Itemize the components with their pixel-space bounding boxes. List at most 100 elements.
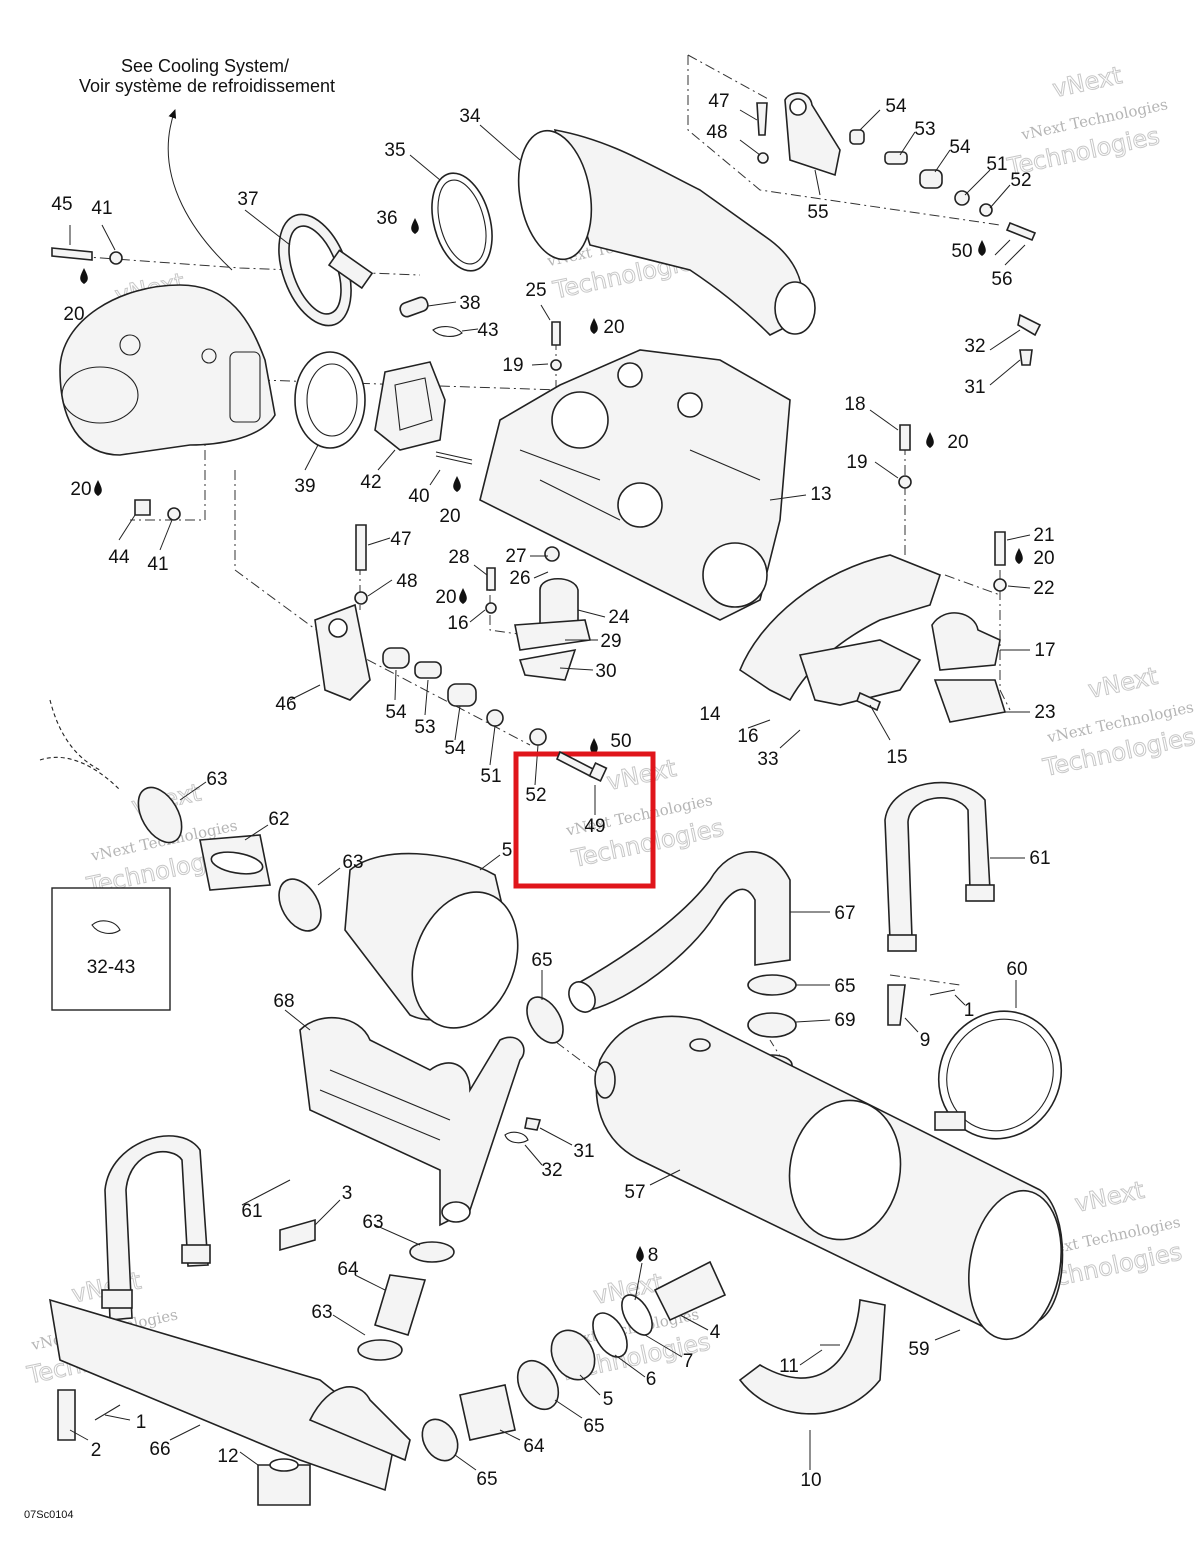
oil-drop-icon — [926, 432, 934, 448]
part-label: 54 — [949, 137, 971, 158]
part-label: 8 — [648, 1245, 659, 1266]
part-label: 63 — [311, 1302, 332, 1323]
exhaust-gasket-39 — [294, 351, 366, 449]
part-label: 23 — [1034, 702, 1055, 723]
part-label: 69 — [834, 1010, 855, 1031]
part-label: 5 — [603, 1389, 614, 1410]
muffler-5x — [344, 852, 519, 1029]
part-label: 65 — [583, 1416, 604, 1437]
part-label: 50 — [951, 241, 972, 262]
part-label: 33 — [757, 749, 778, 770]
muffler-57 — [594, 1015, 1064, 1341]
oil-drop-icon — [978, 240, 986, 256]
leader-lines — [69, 109, 1031, 1471]
svg-text:vNext: vNext — [1050, 61, 1124, 103]
bracket-2 — [57, 1389, 121, 1441]
inset-label: 32-43 — [87, 957, 136, 978]
part-label: 12 — [217, 1446, 238, 1467]
part-label: 22 — [1033, 578, 1054, 599]
oil-drop-icon — [1015, 548, 1023, 564]
strap-60 — [934, 1010, 1063, 1140]
part-label: 35 — [384, 140, 405, 161]
strap-61-upper — [884, 781, 995, 952]
part-label: 56 — [991, 269, 1012, 290]
part-label: 54 — [385, 702, 407, 723]
bolts-upper — [51, 102, 1042, 712]
part-label: 54 — [885, 96, 907, 117]
part-label: 51 — [986, 154, 1007, 175]
part-label: 20 — [1033, 548, 1054, 569]
part-label: 20 — [63, 304, 84, 325]
fastener-31-32 — [504, 1117, 542, 1144]
part-label: 18 — [844, 394, 865, 415]
part-label: 52 — [1010, 170, 1031, 191]
hose-64-upper — [357, 1241, 455, 1361]
part-label: 20 — [439, 506, 460, 527]
valve-cover-42 — [374, 361, 446, 451]
oil-drop-icon — [411, 218, 419, 234]
part-label: 46 — [275, 694, 296, 715]
part-label: 62 — [268, 809, 289, 830]
gasket-35 — [431, 172, 493, 272]
part-label: 61 — [1029, 848, 1050, 869]
part-label: 19 — [846, 452, 867, 473]
inset-box: 32-43 — [51, 887, 171, 1011]
part-label: 40 — [408, 486, 429, 507]
part-label: 1 — [136, 1412, 147, 1433]
part-label: 9 — [920, 1030, 931, 1051]
part-label: 28 — [448, 547, 469, 568]
heat-shield-14 — [739, 554, 941, 706]
part-label: 20 — [70, 479, 91, 500]
part-label: 65 — [834, 976, 855, 997]
watermark: vNext vNext Technologies Technologies — [1004, 61, 1170, 182]
pipe-67 — [568, 851, 791, 1013]
part-label: 64 — [337, 1259, 359, 1280]
part-label: 2 — [91, 1440, 102, 1461]
part-label: 57 — [624, 1182, 645, 1203]
oil-drop-icon — [459, 588, 467, 604]
part-label: 5 — [502, 840, 513, 861]
part-label: 64 — [523, 1436, 545, 1457]
part-label: 47 — [708, 91, 729, 112]
part-label: 39 — [294, 476, 315, 497]
part-label: 60 — [1006, 959, 1027, 980]
part-label: 19 — [502, 355, 523, 376]
part-label: 61 — [241, 1201, 262, 1222]
svg-text:vNext: vNext — [604, 754, 678, 796]
lower-pipe-chain — [421, 1260, 727, 1462]
part-label: 16 — [737, 726, 758, 747]
svg-text:vNext: vNext — [1086, 662, 1160, 704]
part-label: 48 — [396, 571, 417, 592]
part-label: 32 — [964, 336, 985, 357]
part-label: 17 — [1034, 640, 1055, 661]
exhaust-clamp — [278, 213, 374, 327]
part-label: 16 — [447, 613, 468, 634]
resonator-68 — [299, 1016, 525, 1227]
bracket-9 — [887, 984, 956, 1026]
part-label: 55 — [807, 202, 828, 223]
part-label: 38 — [459, 293, 480, 314]
part-label: 42 — [360, 472, 381, 493]
tailpipe-66 — [49, 1298, 411, 1492]
oil-drop-icons — [80, 218, 1023, 1262]
part-label: 63 — [342, 852, 363, 873]
part-label: 41 — [91, 198, 112, 219]
part-label: 32 — [541, 1160, 562, 1181]
part-label: 11 — [779, 1356, 799, 1377]
note-line-1: See Cooling System/ — [121, 56, 289, 76]
bracket-46 — [314, 603, 371, 701]
part-label: 36 — [376, 208, 397, 229]
part-label: 31 — [573, 1141, 594, 1162]
part-label-49: 49 — [584, 816, 605, 837]
part-label: 3 — [342, 1183, 353, 1204]
clamp-63-a — [278, 878, 322, 932]
hose-connection-left — [39, 699, 183, 844]
part-label: 14 — [699, 704, 721, 725]
clip-43 — [432, 326, 463, 337]
oil-drop-icon — [590, 318, 598, 334]
part-label: 20 — [947, 432, 968, 453]
part-label: 54 — [444, 738, 466, 759]
part-label: 25 — [525, 280, 546, 301]
part-label: 63 — [206, 769, 227, 790]
